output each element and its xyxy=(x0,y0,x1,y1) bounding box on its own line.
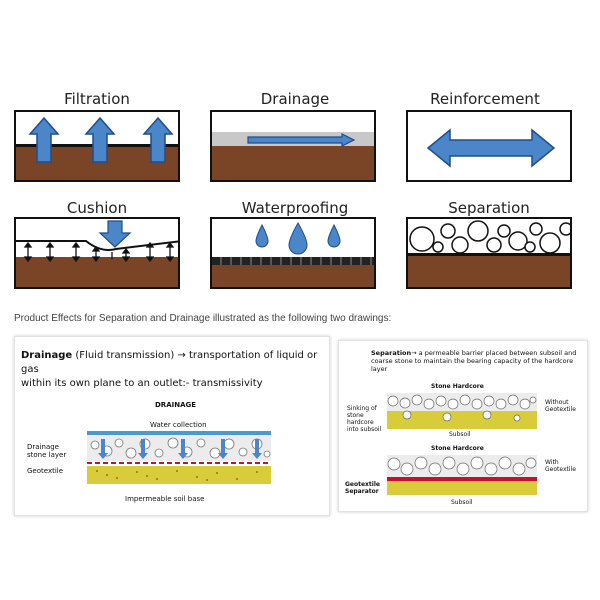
sinking-label: Sinking of stone hardcore into subsoil xyxy=(347,405,381,433)
panel-title-reinforcement: Reinforcement xyxy=(430,90,540,108)
panel-title-separation: Separation xyxy=(448,199,530,217)
reinforcement-panel xyxy=(406,110,572,182)
stone-label-line2: stone layer xyxy=(27,451,67,459)
separation-heading-line2: coarse stone to maintain the bearing cap… xyxy=(371,357,574,365)
sink-line2: stone xyxy=(347,412,364,419)
with-line1: With xyxy=(545,459,559,466)
without-line2: Geotextile xyxy=(545,406,576,413)
subsoil-label-2: Subsoil xyxy=(451,499,473,506)
water-drop-icon xyxy=(327,223,341,248)
soil-layer xyxy=(212,265,374,287)
subsoil-label-1: Subsoil xyxy=(449,431,471,438)
drainage-heading-rest: (Fluid transmission) → transportation of… xyxy=(21,350,318,375)
stone-hardcore-top-label: Stone Hardcore xyxy=(431,383,484,390)
up-arrow-icon xyxy=(28,116,60,163)
right-arrow-icon xyxy=(247,133,356,147)
water-collection-label: Water collection xyxy=(150,421,207,429)
panel-title-cushion: Cushion xyxy=(66,199,128,217)
separation-panel xyxy=(406,217,572,289)
sep-line1: Geotextile xyxy=(345,481,380,488)
sink-line4: into subsoil xyxy=(347,426,382,433)
stone-hardcore-bottom-label: Stone Hardcore xyxy=(431,445,484,452)
with-line2: Geotextile xyxy=(545,466,576,473)
water-drop-icon xyxy=(255,223,269,248)
water-drop-icon xyxy=(288,221,308,255)
with-geotextile-label: With Geotextile xyxy=(545,459,576,473)
drainage-heading: Drainage (Fluid transmission) → transpor… xyxy=(21,349,327,391)
filtration-panel xyxy=(14,110,180,182)
without-geotextile-section xyxy=(387,393,537,429)
panel-title-filtration: Filtration xyxy=(64,90,130,108)
drainage-panel xyxy=(210,110,376,182)
drainage-geotextile-label: Geotextile xyxy=(27,467,64,475)
separation-heading: Separation→ a permeable barrier placed b… xyxy=(371,349,581,373)
panel-title-drainage: Drainage xyxy=(260,90,330,108)
filtration-arrows xyxy=(28,116,174,163)
sep-line2: Separator xyxy=(345,488,379,495)
separation-heading-bold: Separation xyxy=(371,349,412,357)
panel-title-waterproofing: Waterproofing xyxy=(241,199,349,217)
double-arrow-icon xyxy=(426,128,556,168)
soil-layer xyxy=(212,146,374,180)
without-line1: Without xyxy=(545,399,569,406)
separation-heading-line3: layer xyxy=(371,365,388,373)
drainage-heading-line2: within its own plane to an outlet:- tran… xyxy=(21,378,263,389)
drainage-diagram-title: DRAINAGE xyxy=(155,401,197,409)
reinforcement-arrow xyxy=(426,128,556,168)
soil-layer xyxy=(408,253,570,287)
water-drops xyxy=(255,221,341,255)
up-arrow-icon xyxy=(142,116,174,163)
caption-text: Product Effects for Separation and Drain… xyxy=(14,313,392,324)
separation-heading-rest: → a permeable barrier placed between sub… xyxy=(411,349,577,357)
drainage-cross-section xyxy=(87,431,271,484)
geotextile-separator-label: Geotextile Separator xyxy=(345,481,380,495)
separation-info-box: Separation→ a permeable barrier placed b… xyxy=(338,340,588,512)
up-arrow-icon xyxy=(84,116,116,163)
drainage-stone-label: Drainage stone layer xyxy=(27,443,66,459)
waterproofing-panel xyxy=(210,217,376,289)
drainage-info-box: Drainage (Fluid transmission) → transpor… xyxy=(14,336,330,516)
sink-line1: Sinking of xyxy=(347,405,377,412)
drainage-heading-bold: Drainage xyxy=(21,350,73,361)
geotextile-line xyxy=(408,253,570,256)
cushion-panel xyxy=(14,217,180,289)
impermeable-base-label: Impermeable soil base xyxy=(125,495,205,503)
stone-label-line1: Drainage xyxy=(27,443,59,451)
soil-layer xyxy=(16,257,178,287)
drainage-arrow xyxy=(247,133,356,147)
cushion-drawing xyxy=(16,220,178,263)
membrane-layer xyxy=(212,257,374,267)
without-geotextile-label: Without Geotextile xyxy=(545,399,576,413)
sink-line3: hardcore xyxy=(347,419,374,426)
with-geotextile-section xyxy=(387,455,537,495)
down-arrow-icon xyxy=(98,220,132,248)
stones-drawing xyxy=(409,220,570,254)
